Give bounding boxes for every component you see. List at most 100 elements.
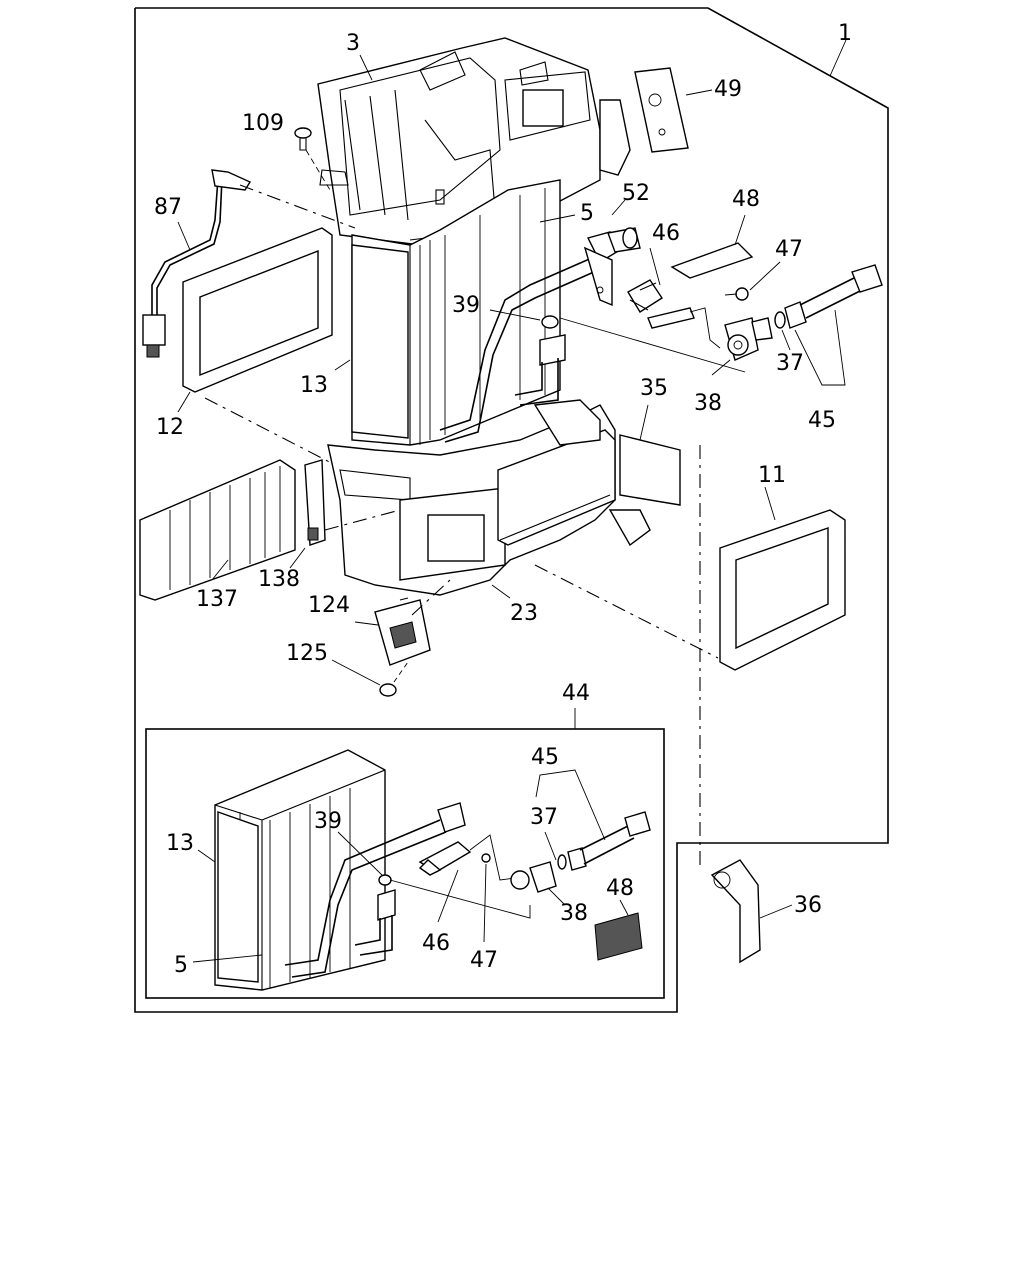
- bracket-46: [627, 279, 663, 313]
- callout-i5: 5: [174, 953, 188, 978]
- resistor-124: [374, 597, 431, 666]
- callout-leader-12: [177, 391, 191, 413]
- callout-1: 1: [838, 21, 852, 46]
- callout-leader-i46: [437, 869, 459, 923]
- filter-frame-11: [719, 509, 846, 671]
- callout-125: 125: [286, 641, 328, 666]
- callout-i39: 39: [314, 809, 342, 834]
- callout-i38: 38: [560, 901, 588, 926]
- gasket-48: [670, 242, 754, 279]
- callout-49: 49: [714, 77, 742, 102]
- callout-leader-49: [685, 89, 713, 96]
- refrigerant-pipe-52: [439, 227, 641, 443]
- callout-leader-137: [211, 559, 229, 581]
- filter-element-137: [139, 459, 296, 601]
- callout-leader-48: [734, 214, 746, 246]
- callout-leader-i13: [197, 849, 216, 863]
- callout-leader-39: [489, 309, 541, 321]
- wire-harness-87: [142, 169, 252, 358]
- bracket-i45: [535, 769, 606, 841]
- inset-gasket-48: [594, 912, 643, 961]
- screw-125: [379, 661, 409, 697]
- callout-leader-3: [359, 54, 373, 81]
- callout-47: 47: [775, 237, 803, 262]
- callout-44: 44: [562, 681, 590, 706]
- callout-leader-i47: [483, 863, 487, 943]
- callout-5: 5: [580, 201, 594, 226]
- callout-37: 37: [776, 351, 804, 376]
- callout-i45: 45: [531, 745, 559, 770]
- callout-137: 137: [196, 587, 238, 612]
- callout-leader-36: [759, 904, 793, 919]
- callout-38: 38: [694, 391, 722, 416]
- callout-leader-11: [764, 486, 776, 521]
- callout-leader-47: [749, 261, 781, 291]
- callout-labels: 1 3 109 49 87 52 5 48 46 47 39 13 37 38 …: [154, 21, 852, 978]
- callout-87: 87: [154, 195, 182, 220]
- callout-leader-46: [649, 247, 661, 286]
- callout-leader-124: [354, 621, 379, 626]
- leader-39-38: [559, 317, 746, 373]
- callout-leader-125: [331, 659, 381, 686]
- sensor-138: [304, 459, 326, 546]
- callout-i47: 47: [470, 948, 498, 973]
- filter-frame-12: [182, 227, 333, 393]
- callout-leader-i39: [337, 831, 383, 876]
- callout-leader-38: [711, 359, 731, 376]
- callout-39: 39: [452, 293, 480, 318]
- callout-i46: 46: [422, 931, 450, 956]
- callout-leader-138: [289, 547, 306, 569]
- callout-i37: 37: [530, 805, 558, 830]
- callout-12: 12: [156, 415, 184, 440]
- callout-138: 138: [258, 567, 300, 592]
- callout-leader-37: [781, 329, 791, 351]
- callout-23: 23: [510, 601, 538, 626]
- dash-124: [411, 579, 451, 616]
- leader-i39-38: [389, 879, 531, 919]
- callout-leader-i37: [544, 831, 557, 861]
- callout-48: 48: [732, 187, 760, 212]
- screw-109: [294, 127, 331, 191]
- bracket-45: [794, 309, 846, 386]
- callout-45: 45: [808, 408, 836, 433]
- callout-i48: 48: [606, 876, 634, 901]
- evaporator-core-13: [351, 179, 561, 446]
- callout-leader-87: [177, 221, 191, 251]
- callout-46: 46: [652, 221, 680, 246]
- dash-11: [534, 564, 719, 659]
- callout-52: 52: [622, 181, 650, 206]
- callout-leader-i48: [619, 899, 629, 916]
- callout-124: 124: [308, 593, 350, 618]
- inset-evaporator-box: [145, 728, 665, 999]
- inset-pipe: [284, 802, 466, 978]
- callout-i13: 13: [166, 831, 194, 856]
- callout-leader-i38: [547, 887, 566, 906]
- lower-case-23: [327, 399, 651, 596]
- duct-36: [710, 859, 761, 964]
- dash-12: [204, 397, 346, 471]
- callout-leader-5: [539, 214, 576, 223]
- seal-35: [619, 434, 681, 506]
- inset-evaporator-core-13: [214, 749, 386, 991]
- callout-leader-23: [491, 584, 511, 599]
- callout-35: 35: [640, 376, 668, 401]
- callout-13: 13: [300, 373, 328, 398]
- screw-47: [724, 287, 749, 301]
- dash-top-87: [239, 184, 356, 229]
- callout-leader-i5: [192, 954, 263, 963]
- callout-109: 109: [242, 111, 284, 136]
- callout-36: 36: [794, 893, 822, 918]
- callout-leader-1: [829, 39, 847, 77]
- dash-138: [324, 509, 401, 531]
- callout-leader-35: [639, 404, 649, 441]
- seal-pad-49: [634, 67, 689, 153]
- suction-pipe-39: [514, 315, 566, 406]
- callout-leader-13: [334, 359, 351, 371]
- callout-3: 3: [346, 31, 360, 56]
- callout-leader-52: [611, 199, 626, 216]
- inset-valve-parts: [418, 811, 651, 893]
- callout-11: 11: [758, 463, 786, 488]
- assembly-boundary: [134, 7, 889, 1013]
- expansion-valve-38: [647, 307, 773, 361]
